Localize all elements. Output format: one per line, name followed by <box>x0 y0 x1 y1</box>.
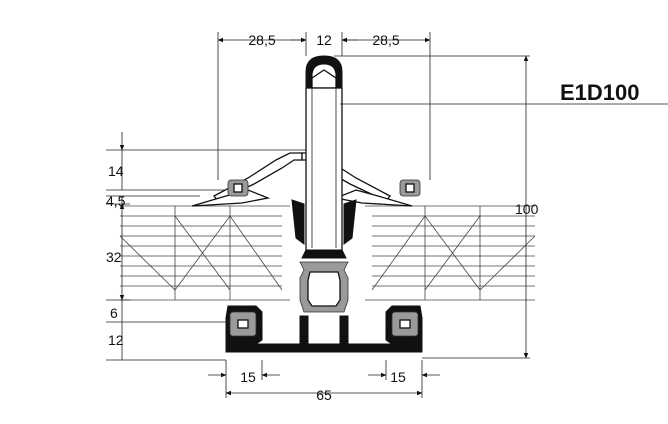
left-panel <box>119 205 290 301</box>
dim-top-right: 28,5 <box>372 32 399 48</box>
dim-bottom-left: 15 <box>240 369 256 385</box>
extension-lines <box>106 32 530 398</box>
model-label: E1D100 <box>560 80 640 105</box>
dimension-lines <box>119 37 668 396</box>
right-panel <box>365 205 536 301</box>
dim-panel-thickness: 32 <box>106 249 122 265</box>
dim-base-width: 65 <box>316 387 332 403</box>
dim-top-center: 12 <box>316 32 332 48</box>
central-mullion <box>291 55 357 313</box>
dim-gasket-height: 4,5 <box>106 193 126 209</box>
dim-bottom-right: 15 <box>390 369 406 385</box>
dim-base-height: 12 <box>108 332 124 348</box>
dim-lower-gap: 6 <box>110 305 118 321</box>
base-profile <box>225 305 423 353</box>
dim-top-left: 28,5 <box>248 32 275 48</box>
dim-cap-height: 14 <box>108 163 124 179</box>
dim-total-height: 100 <box>515 201 539 217</box>
